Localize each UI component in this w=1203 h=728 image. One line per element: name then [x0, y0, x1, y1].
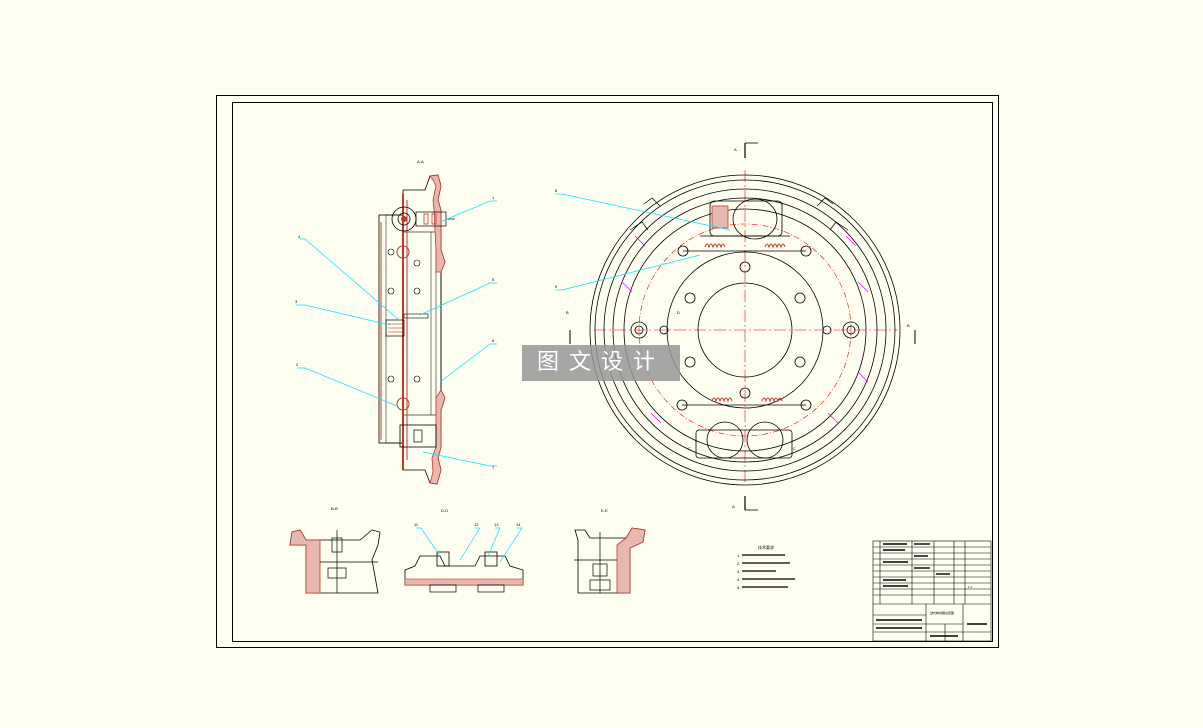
cut-mark-a-top: A [734, 147, 737, 152]
note-5: 5. [737, 585, 740, 590]
callout-6: 6 [492, 338, 495, 343]
watermark: 图文设计 [522, 345, 680, 381]
callout-2: 2 [296, 362, 299, 367]
cut-mark-d: D [677, 310, 680, 315]
callout-13: 13 [494, 522, 499, 527]
view-label-bb: B-B [331, 506, 338, 511]
cut-mark-c-left: C [688, 446, 691, 451]
section-b-view: B-B [289, 506, 381, 594]
title-block-text-lines [876, 543, 987, 637]
note-2: 2. [737, 561, 740, 566]
callout-9: 9 [555, 284, 558, 289]
callout-12: 12 [474, 522, 479, 527]
note-3: 3. [737, 569, 740, 574]
cut-mark-c-right: C [793, 446, 796, 451]
title-block [872, 540, 992, 642]
section-d-view: D-D 11 12 13 14 [404, 508, 524, 593]
callout-4: 4 [298, 234, 301, 239]
cut-mark-b-left: B [566, 310, 569, 315]
technical-notes: 技术要求 1. 2. 3. 4. 5. [737, 544, 795, 590]
callout-3: 3 [295, 299, 298, 304]
view-label-aa: A-A [417, 159, 424, 164]
side-section-view: A-A [295, 159, 497, 485]
callout-11: 11 [414, 522, 419, 527]
outer-frame [216, 95, 999, 648]
cut-mark-a-bottom: A [732, 504, 735, 509]
callout-5: 5 [492, 277, 495, 282]
callout-1: 1 [492, 195, 495, 200]
note-1: 1. [737, 553, 740, 558]
callout-8: 8 [555, 188, 558, 193]
notes-title: 技术要求 [758, 544, 774, 550]
cut-mark-b-right: B [907, 323, 910, 328]
view-label-ee: E-E [601, 508, 608, 513]
title-scale: 1:1 [968, 585, 973, 589]
section-e-view: E-E [574, 508, 646, 594]
note-4: 4. [737, 577, 740, 582]
inner-frame [232, 102, 993, 642]
callout-7: 7 [492, 465, 495, 470]
title-name: 鼓式制动器总装图 [930, 610, 954, 615]
view-label-dd: D-D [441, 508, 448, 513]
callout-14: 14 [516, 522, 521, 527]
front-view: A A B B C C D 8 9 [555, 142, 916, 511]
